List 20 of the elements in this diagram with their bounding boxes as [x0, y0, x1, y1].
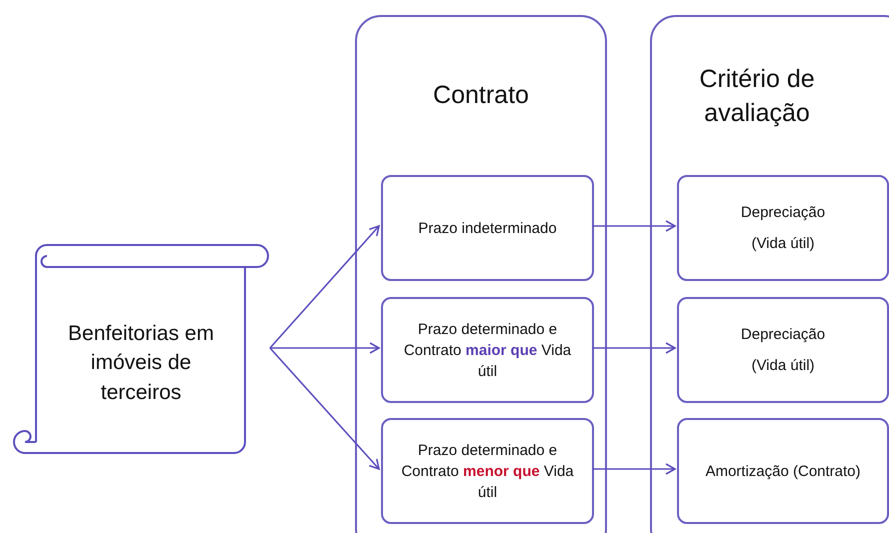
box-text: Prazo indeterminado: [418, 218, 557, 238]
box-text: Prazo determinado e Contrato maior que Vida útil: [402, 320, 572, 382]
box-text: Amortização (Contrato): [705, 462, 861, 482]
arrow: [592, 220, 676, 232]
box-text: Prazo determinado e Contrato menor que Vida útil: [400, 440, 575, 502]
box-text: (Vida útil): [751, 356, 815, 376]
box-text: Depreciação: [740, 203, 826, 223]
arrow: [269, 225, 380, 349]
arrow: [592, 342, 676, 354]
column-panel: [355, 15, 607, 533]
scroll-label: Benfeitorias em imóveis de terceiros: [67, 320, 215, 406]
arrow: [269, 347, 380, 470]
arrow: [270, 342, 380, 354]
arrow: [592, 463, 676, 475]
scroll-shape: [10, 243, 270, 453]
box-text: Depreciação: [740, 325, 826, 345]
column-panel: [650, 15, 889, 533]
column-heading: Critério de avaliação: [698, 64, 816, 129]
column-heading: Contrato: [432, 80, 530, 111]
box-text: (Vida útil): [751, 234, 815, 254]
